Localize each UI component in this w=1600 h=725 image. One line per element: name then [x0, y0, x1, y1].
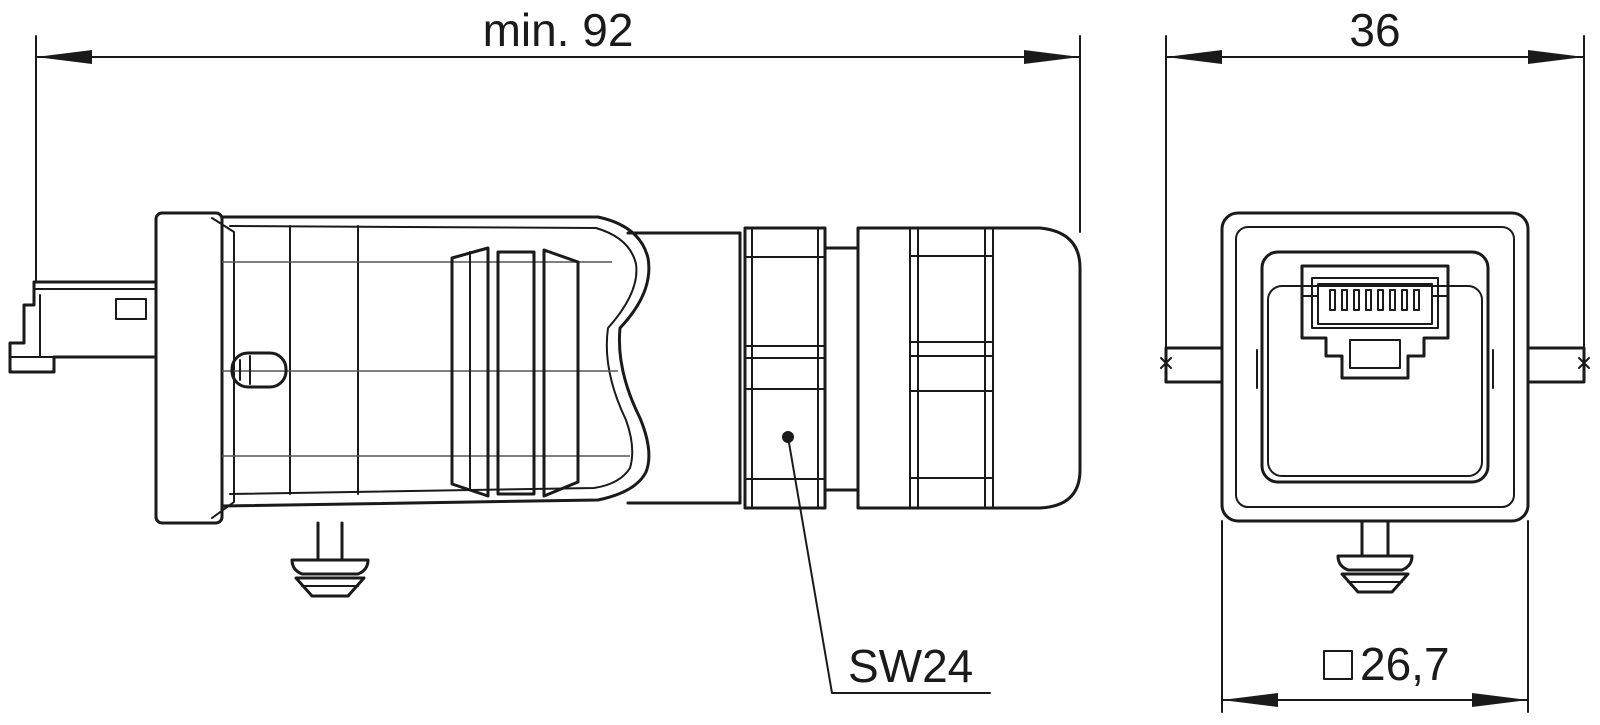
- plug-tip: [8, 280, 158, 374]
- length-dimension: min. 92: [35, 4, 1081, 283]
- side-view: min. 92: [8, 4, 1082, 694]
- rj45-socket: [1300, 264, 1450, 380]
- housing: [220, 215, 651, 508]
- side-screw: [290, 521, 370, 598]
- length-label: min. 92: [483, 4, 634, 56]
- width-label: 36: [1349, 4, 1400, 56]
- coupling-nut: [743, 226, 827, 510]
- width-dimension: 36: [1165, 4, 1585, 371]
- wrench-size-callout: SW24: [787, 436, 991, 694]
- front-screw: [1336, 519, 1414, 594]
- front-housing: [1220, 211, 1530, 523]
- square-symbol-icon: [1323, 650, 1353, 680]
- square-label: 26,7: [1360, 638, 1450, 690]
- cable-gland: [856, 226, 1082, 510]
- wrench-size-label: SW24: [848, 640, 973, 692]
- front-view: 36: [1160, 4, 1590, 713]
- neck: [626, 231, 742, 505]
- rj45-contacts: [1329, 289, 1420, 311]
- square-dimension: 26,7: [1221, 520, 1529, 713]
- nut-spacer: [823, 246, 860, 492]
